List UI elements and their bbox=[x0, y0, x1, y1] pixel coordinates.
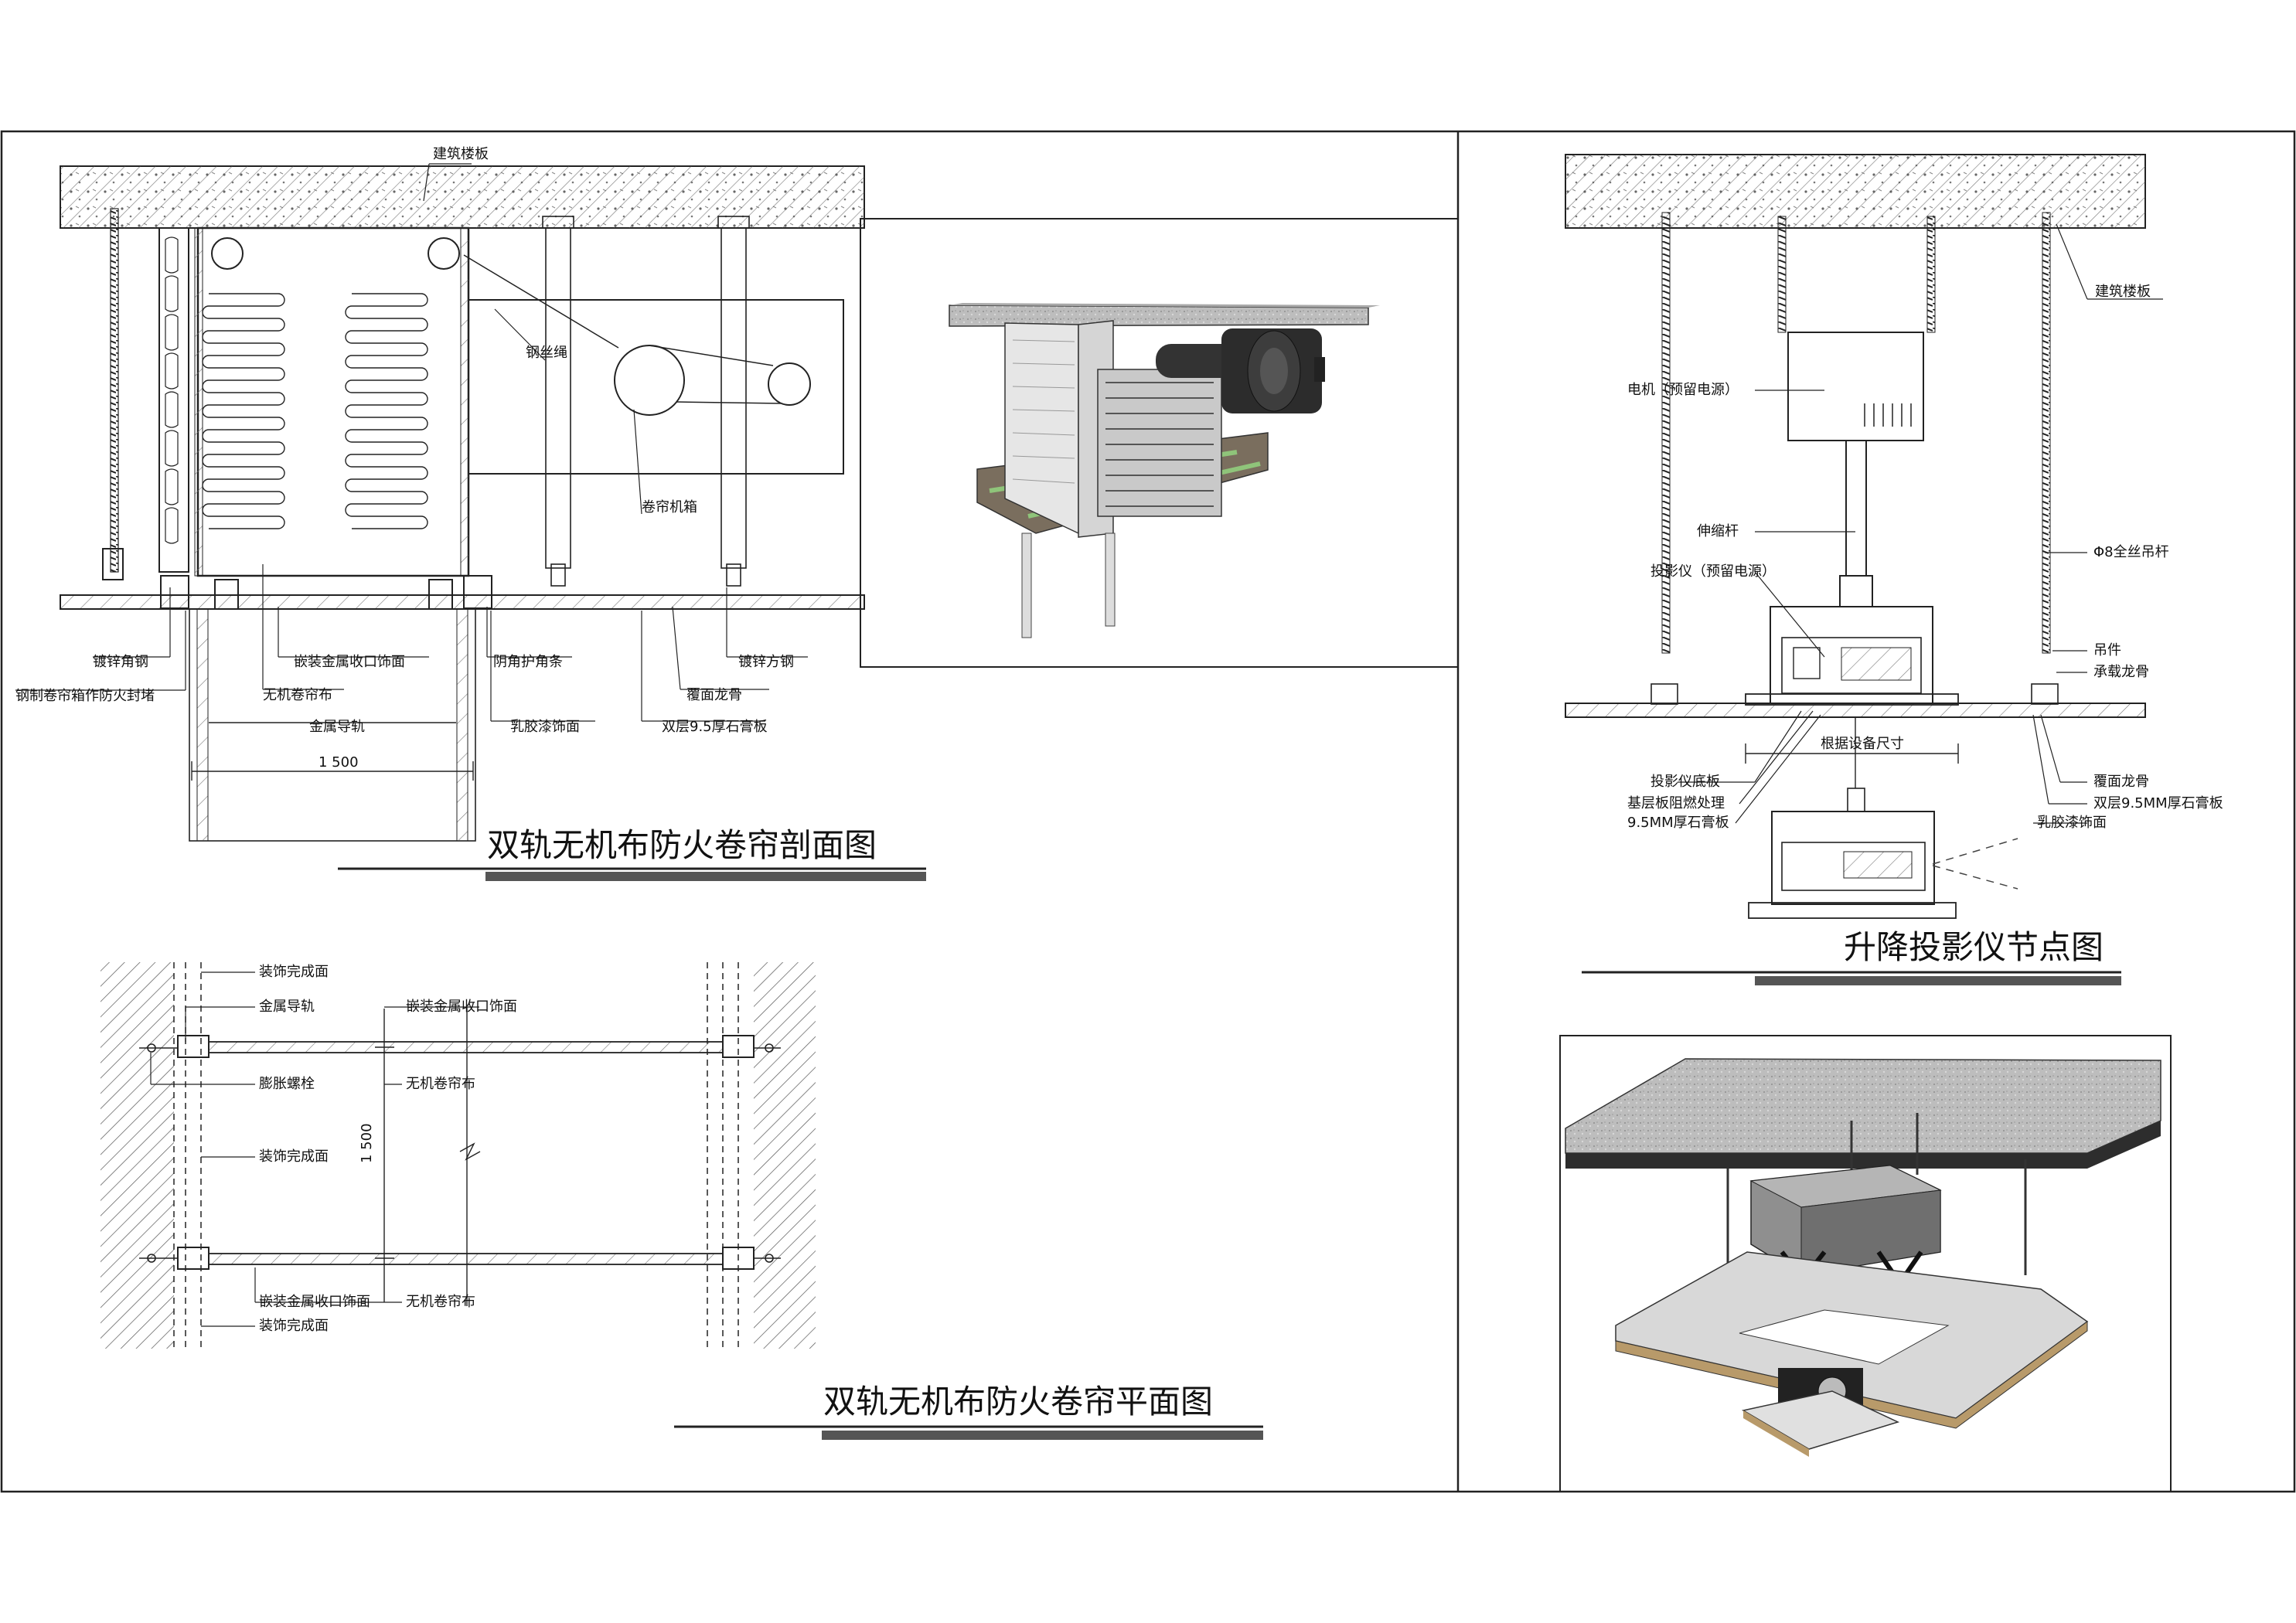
plan-label-metal-rail: 金属导轨 bbox=[259, 999, 315, 1015]
label-steel-rope: 钢丝绳 bbox=[526, 345, 567, 361]
proj-label-base-plate: 投影仪底板 bbox=[1650, 774, 1720, 790]
proj-label-floor-slab: 建筑楼板 bbox=[2095, 284, 2151, 300]
roller-3d-view bbox=[860, 218, 1459, 668]
motor-panel bbox=[468, 299, 844, 475]
label-motor-box: 卷帘机箱 bbox=[642, 499, 697, 515]
plan-label-fabric-bottom: 无机卷帘布 bbox=[406, 1294, 475, 1310]
label-galv-angle: 镀锌角钢 bbox=[93, 654, 148, 670]
label-floor-slab: 建筑楼板 bbox=[433, 146, 489, 162]
proj-label-hanger: 吊件 bbox=[2093, 642, 2121, 658]
label-gypsum: 双层9.5厚石膏板 bbox=[662, 718, 768, 735]
plan-label-finish-bottom: 装饰完成面 bbox=[259, 1318, 329, 1334]
section-view: 1 500 建筑楼板 钢丝绳 卷帘 bbox=[15, 146, 926, 881]
section-dim-1500: 1 500 bbox=[319, 754, 359, 771]
section-ceiling bbox=[60, 594, 865, 610]
proj-label-double-gypsum: 双层9.5MM厚石膏板 bbox=[2093, 794, 2223, 812]
proj-label-fire-board: 基层板阻燃处理 bbox=[1627, 795, 1725, 812]
label-metal-rail: 金属导轨 bbox=[309, 719, 365, 735]
plan-view: 1 500 装饰完成面 金属导轨 嵌装金属收口饰面 膨胀螺栓 无机卷帘布 装饰完… bbox=[100, 962, 1263, 1440]
plan-label-metal-trim-top: 嵌装金属收口饰面 bbox=[406, 999, 517, 1015]
label-fabric: 无机卷帘布 bbox=[263, 687, 332, 703]
proj-label-motor: 电机（预留电源） bbox=[1627, 382, 1739, 398]
proj-label-telescopic-rod: 伸缩杆 bbox=[1697, 523, 1739, 539]
proj-label-rod: Φ8全丝吊杆 bbox=[2093, 544, 2169, 560]
curtain-folds bbox=[202, 293, 428, 529]
proj-label-cover-keel: 覆面龙骨 bbox=[2093, 774, 2149, 790]
label-fire-seal: 钢制卷帘箱作防火封堵 bbox=[15, 688, 155, 704]
proj-label-gypsum-board: 9.5MM厚石膏板 bbox=[1627, 814, 1729, 831]
label-galv-square: 镀锌方钢 bbox=[738, 654, 794, 670]
section-title: 双轨无机布防火卷帘剖面图 bbox=[487, 826, 877, 864]
plan-label-fabric-top: 无机卷帘布 bbox=[406, 1076, 475, 1092]
plan-dim-1500: 1 500 bbox=[359, 1123, 375, 1163]
projector-view: 建筑楼板 电机（预留电源） 伸缩杆 投影仪（预留电源） Φ8全丝吊杆 吊件 承载… bbox=[1565, 154, 2223, 985]
label-keel: 覆面龙骨 bbox=[686, 687, 742, 703]
plan-title: 双轨无机布防火卷帘平面图 bbox=[823, 1383, 1213, 1421]
plan-label-expansion-bolt: 膨胀螺栓 bbox=[259, 1076, 315, 1092]
proj-label-equipment-size: 根据设备尺寸 bbox=[1821, 736, 1904, 752]
projector-title: 升降投影仪节点图 bbox=[1844, 928, 2104, 966]
projector-3d-view bbox=[1559, 1035, 2172, 1492]
plan-label-metal-trim-bottom: 嵌装金属收口饰面 bbox=[259, 1294, 370, 1310]
label-latex-paint: 乳胶漆饰面 bbox=[510, 719, 580, 735]
plan-label-finish-top: 装饰完成面 bbox=[259, 964, 329, 980]
projector-motor-box bbox=[1787, 332, 1924, 441]
proj-label-latex: 乳胶漆饰面 bbox=[2037, 815, 2107, 831]
proj-label-projector: 投影仪（预留电源） bbox=[1650, 563, 1776, 580]
plan-label-finish-mid: 装饰完成面 bbox=[259, 1148, 329, 1165]
label-metal-trim: 嵌装金属收口饰面 bbox=[294, 654, 405, 670]
proj-label-main-keel: 承载龙骨 bbox=[2093, 664, 2149, 680]
label-corner-guard: 阴角护角条 bbox=[493, 654, 563, 670]
